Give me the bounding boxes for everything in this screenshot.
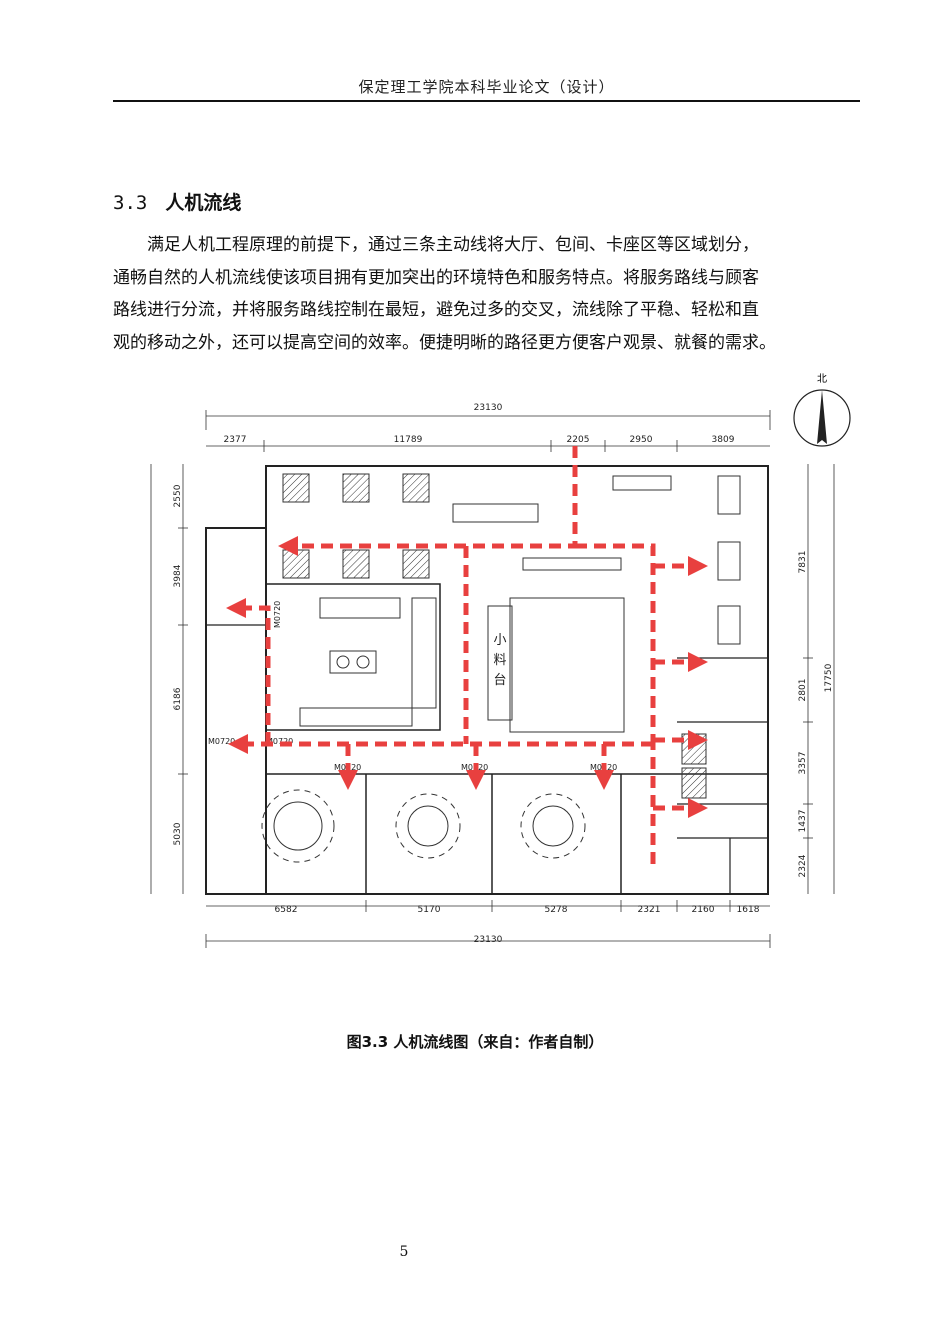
window-tables: [612, 475, 741, 645]
bar-counter: [452, 503, 539, 523]
dimension-labels: 23130 2377 11789 2205 2950 3809 6582 517…: [141, 403, 834, 945]
dim-label: 5030: [173, 822, 183, 845]
round-tables: [261, 789, 586, 863]
floor-plan-drawing: 北 23130 2377 11789 2205 2950 3809 6582 5…: [141, 373, 851, 948]
flow-lines: [226, 446, 708, 866]
dimension-lines: [150, 410, 835, 948]
central-dining-tables: [487, 557, 625, 733]
counter-label-char: 小: [493, 633, 506, 648]
dim-label: 5170: [418, 905, 441, 915]
section-number: 3.3: [113, 192, 148, 214]
dim-label: 2801: [798, 679, 808, 702]
dim-label: 17750: [824, 663, 834, 692]
dim-label: 1437: [798, 810, 808, 833]
dim-label: 17752: [148, 664, 151, 693]
floor-plan-figure: 北 23130 2377 11789 2205 2950 3809 6582 5…: [141, 366, 860, 956]
dim-label: 3809: [712, 435, 735, 445]
dim-label: 2321: [638, 905, 661, 915]
walls: [205, 465, 769, 895]
counter-label: 小 料 台: [493, 633, 506, 688]
body-paragraph: 满足人机工程原理的前提下，通过三条主动线将大厅、包间、卡座区等区域划分， 通畅自…: [113, 229, 863, 359]
paragraph-line: 路线进行分流，并将服务路线控制在最短，避免过多的交叉，流线除了平稳、轻松和直: [113, 300, 759, 320]
dim-label: 2324: [798, 854, 808, 877]
dim-label: 3357: [798, 752, 808, 775]
counter-label-char: 料: [493, 653, 506, 668]
paragraph-line: 通畅自然的人机流线使该项目拥有更加突出的环境特色和服务特点。将服务路线与顾客: [113, 267, 759, 288]
door-label: M0720: [273, 601, 282, 628]
dim-label: 1618: [737, 905, 760, 915]
door-label: M0720: [208, 737, 235, 746]
dim-label: 7831: [798, 551, 808, 574]
north-label: 北: [817, 373, 827, 385]
dim-label: 2550: [173, 484, 183, 507]
dim-label: 6582: [275, 905, 298, 915]
dim-label: 2160: [692, 905, 715, 915]
dim-label: 23130: [474, 935, 503, 945]
dim-label: 2205: [567, 435, 590, 445]
section-heading: 3.3 人机流线: [113, 188, 241, 215]
figure-caption: 图3.3 人机流线图（来自：作者自制）: [346, 1033, 604, 1051]
page-number: 5: [399, 1244, 409, 1260]
dim-label: 23130: [474, 403, 503, 413]
header-rule: [113, 100, 860, 102]
dim-label: 2950: [630, 435, 653, 445]
dim-label: 2377: [224, 435, 247, 445]
dim-label: 3984: [173, 564, 183, 587]
paragraph-line: 满足人机工程原理的前提下，通过三条主动线将大厅、包间、卡座区等区域划分，: [147, 235, 759, 255]
dim-label: 11789: [394, 435, 423, 445]
counter-label-char: 台: [493, 673, 506, 688]
paragraph-line: 观的移动之外，还可以提高空间的效率。便捷明晰的路径更方便客户观景、就餐的需求。: [113, 332, 776, 353]
kitchen-equipment: [299, 597, 437, 727]
page-header: 保定理工学院本科毕业论文（设计）: [358, 78, 615, 96]
door-label: M0720: [266, 737, 293, 746]
section-title-text: 人机流线: [165, 192, 242, 214]
dim-label: 5278: [545, 905, 568, 915]
north-compass: 北: [793, 373, 851, 447]
dim-label: 6186: [173, 687, 183, 710]
